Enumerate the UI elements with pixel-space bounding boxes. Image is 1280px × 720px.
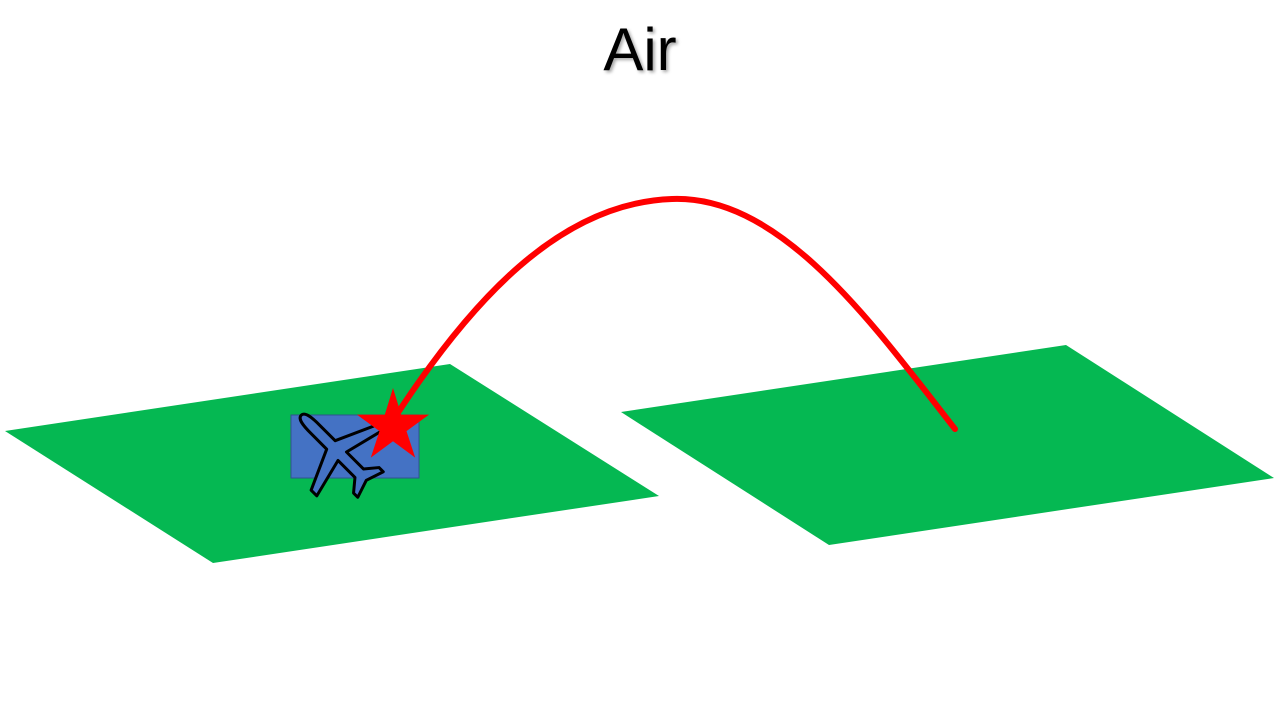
- airplane-icon: [298, 412, 385, 499]
- airplane-outline: [298, 412, 385, 499]
- star-icon: [356, 388, 430, 458]
- right-ground-plane: [621, 345, 1274, 545]
- trajectory-arc: [387, 195, 958, 432]
- slide-title: Air: [603, 16, 677, 83]
